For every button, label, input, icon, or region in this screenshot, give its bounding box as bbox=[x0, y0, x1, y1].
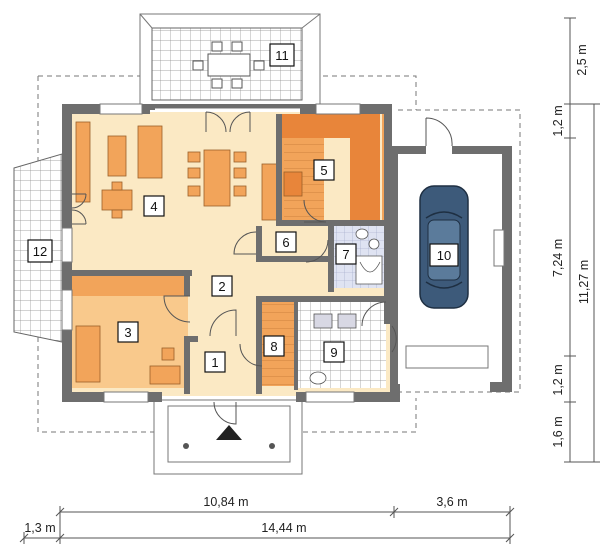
dim-bottom-left: 1,3 m bbox=[24, 521, 55, 535]
dim-bottom-main: 10,84 m bbox=[203, 495, 248, 509]
room-label-5: 5 bbox=[313, 159, 335, 181]
svg-text:4: 4 bbox=[150, 199, 157, 214]
svg-text:7: 7 bbox=[342, 247, 349, 262]
windows bbox=[61, 103, 505, 403]
dim-bottom-garage: 3,6 m bbox=[436, 495, 467, 509]
room-label-9: 9 bbox=[323, 341, 345, 363]
living-furniture bbox=[75, 121, 303, 221]
room-label-8: 8 bbox=[263, 335, 285, 357]
dim-right-c: 1,2 m bbox=[551, 364, 565, 395]
room-labels: 1 2 3 4 5 6 7 8 9 10 11 12 bbox=[27, 43, 459, 373]
svg-text:5: 5 bbox=[320, 163, 327, 178]
svg-text:10: 10 bbox=[437, 248, 451, 263]
svg-text:3: 3 bbox=[124, 325, 131, 340]
room-label-4: 4 bbox=[143, 195, 165, 217]
room9-furniture bbox=[309, 313, 357, 385]
bath-fixtures bbox=[355, 228, 383, 285]
svg-text:11: 11 bbox=[275, 48, 289, 63]
dim-right-d: 1,6 m bbox=[551, 416, 565, 447]
room-label-12: 12 bbox=[27, 239, 53, 263]
room-label-11: 11 bbox=[269, 43, 295, 67]
room-label-2: 2 bbox=[211, 275, 233, 297]
dim-right-total: 11,27 m bbox=[577, 260, 591, 304]
dim-right-a: 1,2 m bbox=[551, 105, 565, 136]
svg-text:8: 8 bbox=[270, 339, 277, 354]
room-label-10: 10 bbox=[429, 243, 459, 267]
svg-text:6: 6 bbox=[282, 235, 289, 250]
bottom-dimensions bbox=[19, 506, 515, 544]
dim-right-b: 7,24 m bbox=[551, 239, 565, 277]
room-label-6: 6 bbox=[275, 231, 297, 253]
dim-right-top: 2,5 m bbox=[575, 44, 589, 75]
entrance-porch bbox=[153, 399, 303, 475]
svg-text:9: 9 bbox=[330, 345, 337, 360]
room-label-1: 1 bbox=[204, 351, 226, 373]
doors bbox=[71, 111, 453, 425]
dim-bottom-total: 14,44 m bbox=[261, 521, 306, 535]
svg-text:1: 1 bbox=[211, 355, 218, 370]
room-label-7: 7 bbox=[335, 243, 357, 265]
right-dimensions bbox=[564, 17, 600, 463]
svg-text:2: 2 bbox=[218, 279, 225, 294]
room-label-3: 3 bbox=[117, 321, 139, 343]
bedroom-furniture bbox=[75, 325, 181, 385]
svg-text:12: 12 bbox=[33, 244, 47, 259]
